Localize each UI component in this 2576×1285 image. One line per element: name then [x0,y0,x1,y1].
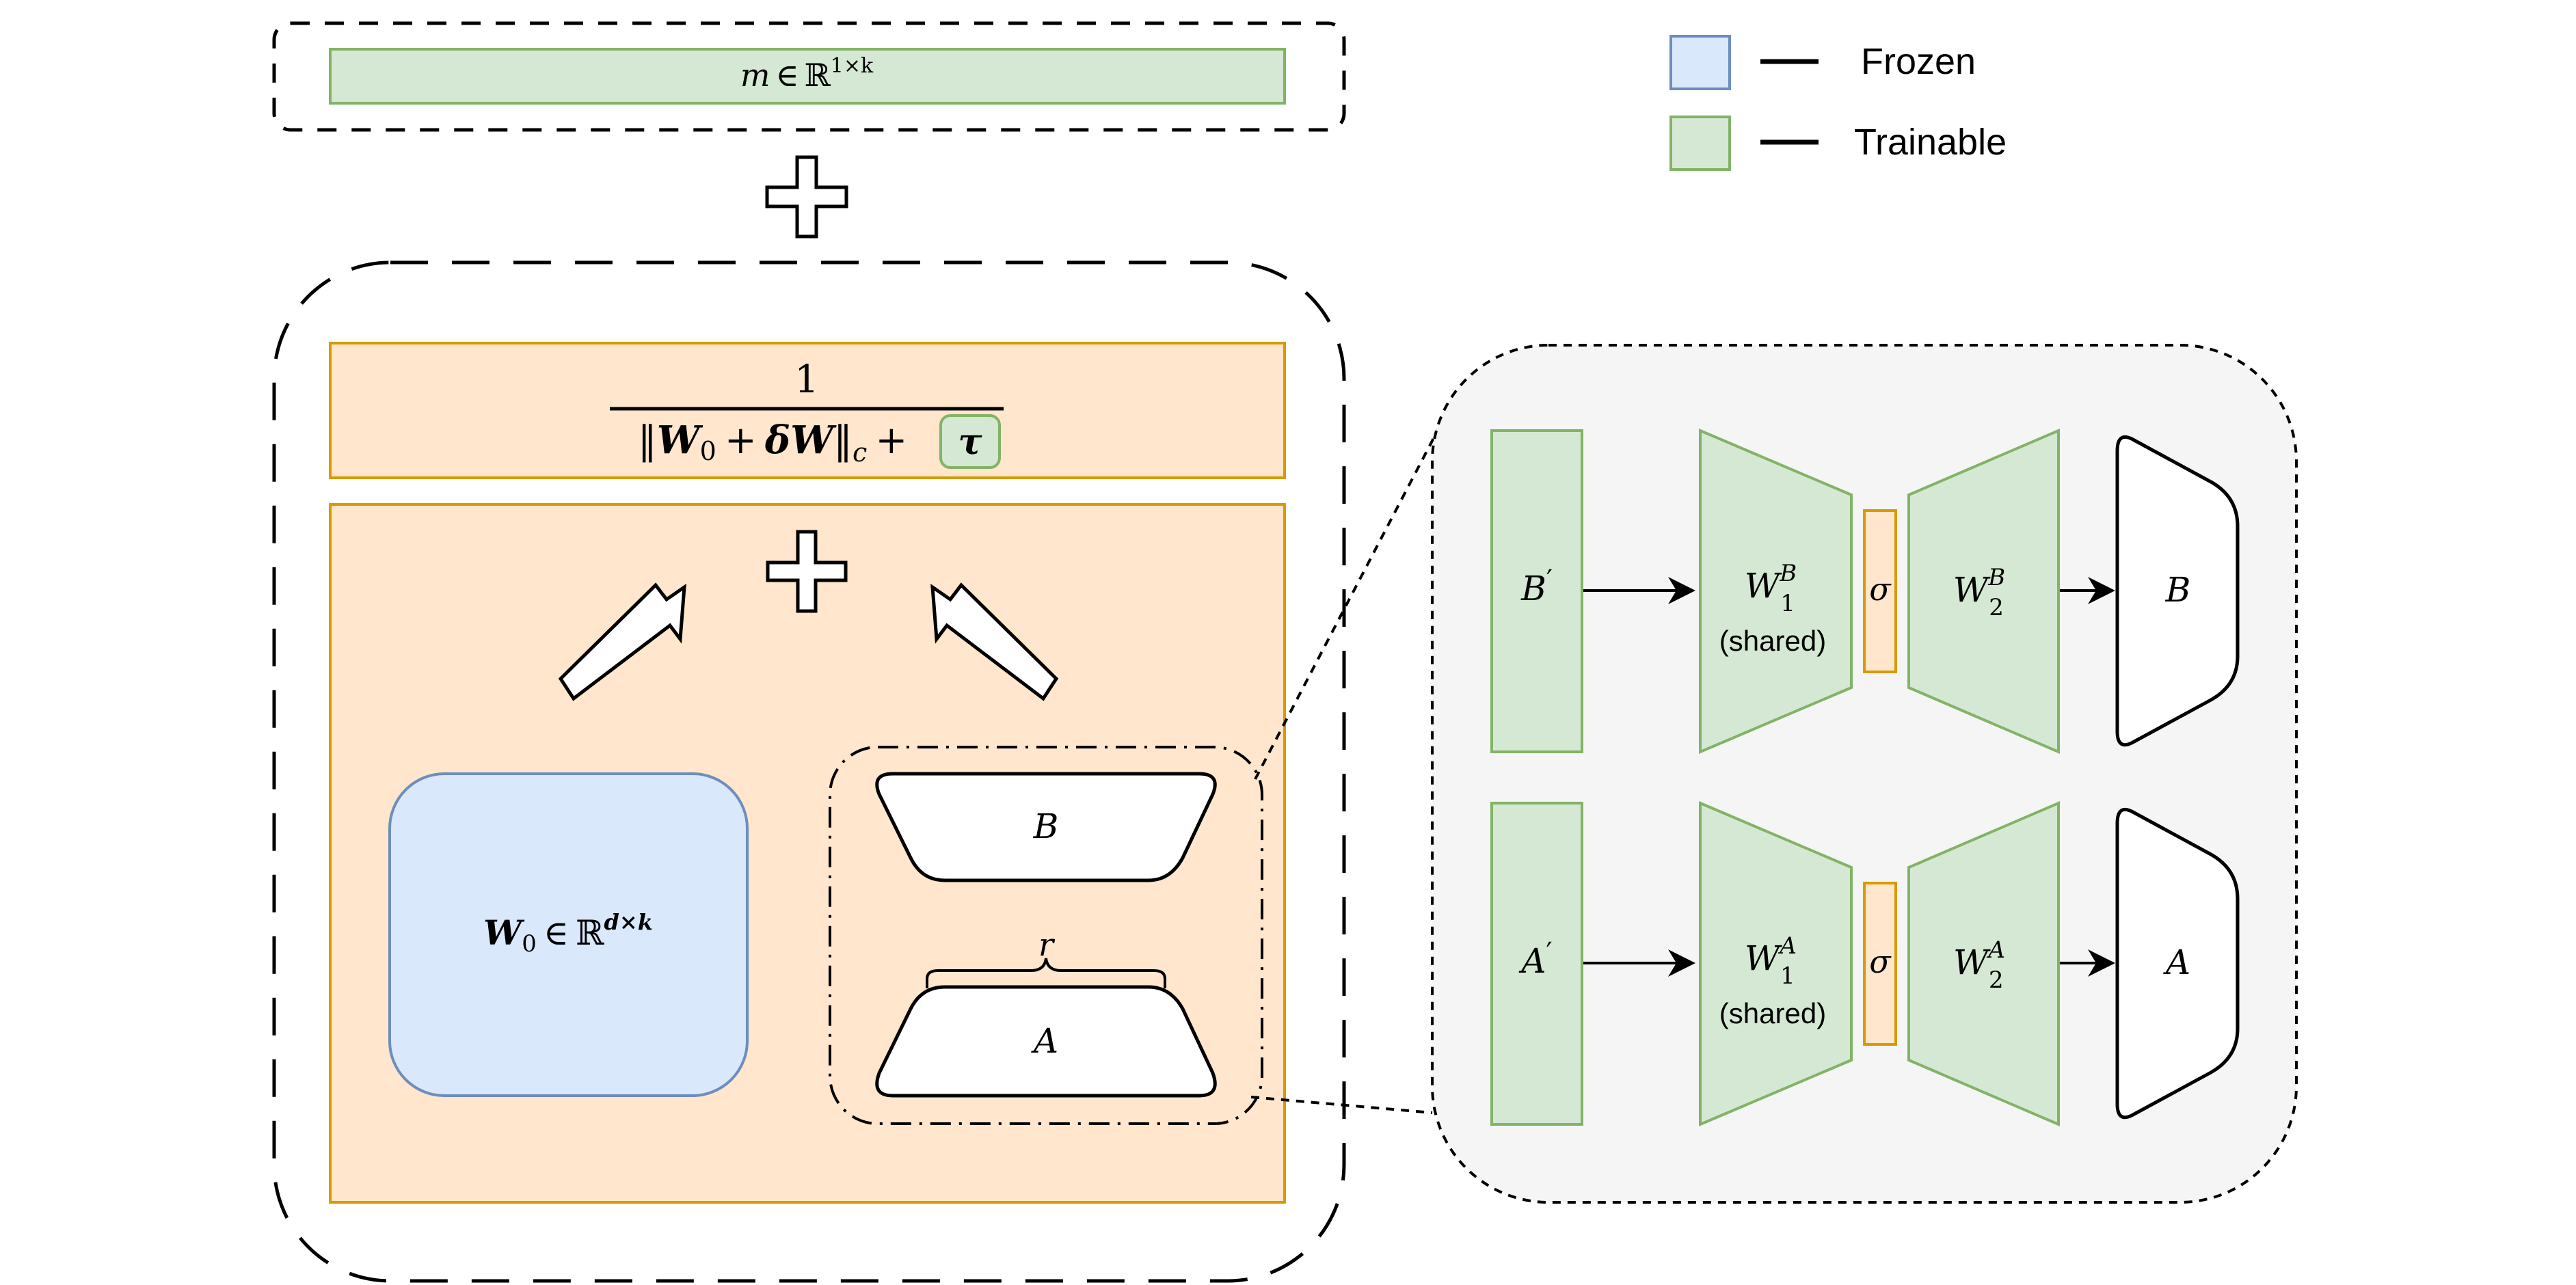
legend: Frozen Trainable [1669,35,2007,171]
w1-b-shared-label: (shared) [1719,625,1826,657]
plus-icon [765,155,848,239]
norm-box: 1 ‖W0+δW‖c+ τ [329,342,1286,479]
arrow-up-left-icon [930,582,1059,701]
lora-group: B r A [829,746,1263,1125]
w2-b [1907,428,2060,755]
w1-shared-a [1699,800,1853,1127]
lora-b-matrix [875,772,1217,882]
zoom-leader-bottom [1250,1096,1433,1114]
legend-frozen-label: Frozen [1861,41,1976,82]
activation-a [1863,882,1897,1046]
frozen-weight-label: W0∈ℝd×k [483,909,653,958]
lora-a-matrix [875,985,1217,1098]
output-a-label: A [2163,943,2190,982]
lora-a-label: A [1031,1021,1058,1061]
generator-panel [1431,344,2298,1204]
output-a [2115,807,2240,1120]
plus-icon [766,530,848,613]
direction-dashed-container [272,260,1346,1283]
activation-b [1863,509,1897,673]
magnitude-label: m∈ℝ1×k [740,54,874,94]
zoom-leader-top [1254,423,1443,780]
input-a-prime [1490,802,1583,1126]
lora-b-label: B [1033,807,1059,846]
lora-dashdot-container [829,746,1263,1125]
tau-box [939,414,1001,469]
legend-trainable-label: Trainable [1854,122,2007,163]
magnitude-dashed-container [272,21,1346,132]
output-b [2115,435,2240,747]
legend-frozen-swatch [1669,35,1731,90]
magnitude-group: m∈ℝ1×k [272,21,1346,132]
input-a-prime-label: A′ [1518,937,1552,981]
frozen-weight-box [388,772,749,1097]
legend-trainable-swatch [1669,116,1731,171]
input-b-prime-label: B′ [1520,565,1553,608]
input-b-prime [1490,429,1583,753]
output-b-label: B [2165,570,2191,610]
rank-label: r [1038,926,1056,963]
arrow-up-right-icon [558,582,686,701]
activation-a-label: σ [1869,943,1892,980]
norm-denominator: ‖W0+δW‖c+ [638,418,907,468]
norm-numerator: 1 [794,357,819,402]
frozen-weight-block: W0∈ℝd×k [388,772,749,1097]
rank-brace [926,958,1166,988]
w2-a [1907,800,2060,1127]
activation-b-label: σ [1869,571,1892,608]
w1-shared-b [1699,428,1853,755]
tau-label: τ [958,421,983,463]
magnitude-vector [329,48,1286,105]
w1-a-shared-label: (shared) [1719,997,1826,1029]
